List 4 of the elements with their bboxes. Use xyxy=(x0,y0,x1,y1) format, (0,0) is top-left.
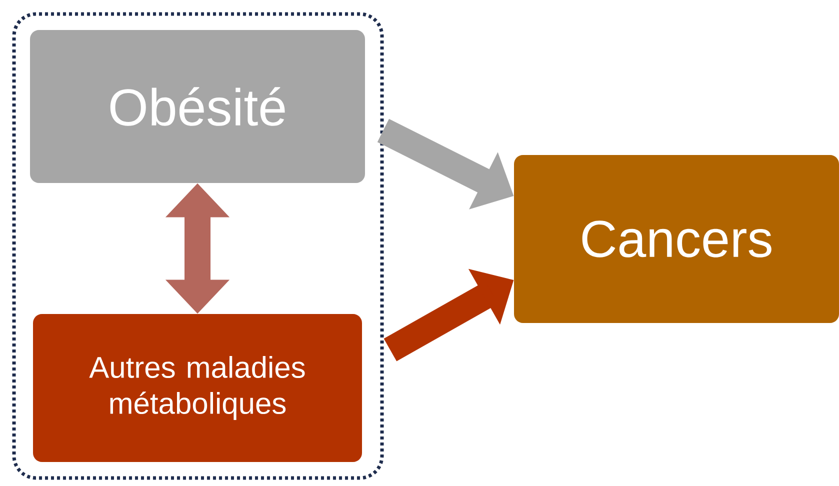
group-frame xyxy=(12,12,384,480)
process-box: Obésité xyxy=(30,30,365,183)
process-box: Autres maladies métaboliques xyxy=(33,314,362,462)
process-box: Cancers xyxy=(514,155,839,323)
